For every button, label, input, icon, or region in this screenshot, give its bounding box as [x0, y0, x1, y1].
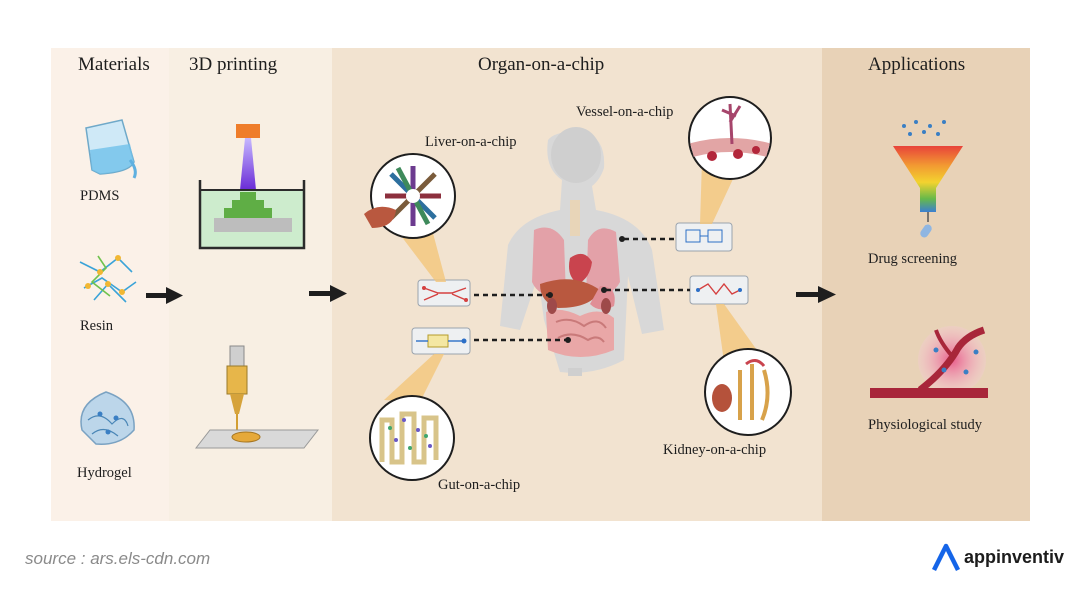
applications-header: Applications — [868, 54, 966, 75]
brand-logo[interactable]: appinventiv — [932, 543, 1064, 571]
logo-mark-spacer — [932, 543, 962, 571]
hydrogel-label: Hydrogel — [77, 465, 132, 481]
printing-header: 3D printing — [189, 54, 278, 75]
drug-screening-label: Drug screening — [868, 251, 957, 267]
extrusion-printer-icon — [194, 345, 320, 449]
liver-chip-device — [417, 279, 471, 307]
logo-text: appinventiv — [964, 546, 1065, 567]
organ-header: Organ-on-a-chip — [478, 54, 605, 75]
liver-chip-label: Liver-on-a-chip — [425, 134, 517, 150]
kidney-zoom-circle — [704, 348, 792, 436]
drug-screening-funnel-icon — [893, 120, 963, 238]
liver-zoom-circle — [364, 153, 456, 239]
physiological-study-icon — [870, 326, 988, 398]
appinventiv-logo-icon — [931, 543, 961, 572]
arrow-icon — [309, 285, 347, 302]
resin-network-icon — [79, 255, 137, 303]
gut-chip-device — [411, 327, 471, 355]
arrow-icon — [146, 287, 183, 304]
gut-zoom-circle — [369, 395, 455, 481]
kidney-chip-label: Kidney-on-a-chip — [663, 442, 767, 458]
gut-chip-label: Gut-on-a-chip — [438, 477, 521, 493]
hydrogel-icon — [80, 391, 135, 445]
source-caption: source : ars.els-cdn.com — [25, 549, 211, 568]
kidney-chip-device — [689, 275, 749, 305]
materials-header: Materials — [78, 54, 150, 75]
human-body-illustration — [500, 127, 664, 376]
physiological-study-label: Physiological study — [868, 417, 982, 433]
applications-panel — [822, 48, 1030, 521]
connector-lines — [474, 237, 690, 342]
vessel-zoom-circle — [688, 96, 772, 180]
pdms-beaker-icon — [85, 119, 137, 179]
arrow-icon — [796, 286, 836, 303]
vessel-chip-label: Vessel-on-a-chip — [576, 104, 674, 120]
pdms-label: PDMS — [80, 188, 120, 204]
resin-label: Resin — [80, 318, 114, 334]
vessel-chip-device — [675, 222, 733, 252]
vat-printer-icon — [198, 124, 306, 250]
